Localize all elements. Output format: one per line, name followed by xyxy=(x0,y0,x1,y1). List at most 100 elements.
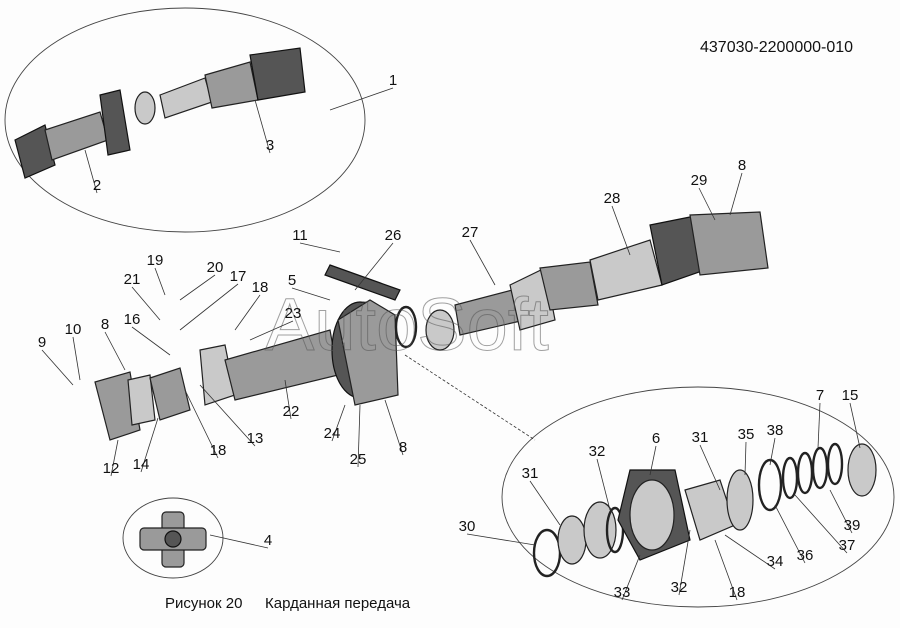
detail-oval-assembly xyxy=(4,7,366,233)
callout-26: 26 xyxy=(385,227,402,244)
watermark: AutoSoft xyxy=(265,283,549,366)
callout-leader xyxy=(131,286,161,321)
callout-leader xyxy=(649,445,657,476)
callout-leader xyxy=(179,283,239,331)
callout-leader xyxy=(354,242,394,291)
callout-25: 25 xyxy=(350,451,367,468)
callout-leader xyxy=(849,402,861,449)
callout-8: 8 xyxy=(738,157,746,174)
callout-leader xyxy=(299,242,341,253)
callout-leader xyxy=(529,480,561,526)
callout-10: 10 xyxy=(65,321,82,338)
callout-leader xyxy=(769,437,776,466)
intermediate-bearing-parts xyxy=(532,442,877,578)
callout-leader xyxy=(179,274,216,301)
callout-16: 16 xyxy=(124,311,141,328)
callout-leader xyxy=(291,287,331,301)
callout-leader xyxy=(329,87,394,111)
callout-leader xyxy=(209,534,269,549)
callout-leader xyxy=(699,444,721,491)
callout-leader xyxy=(249,320,294,341)
callout-leader xyxy=(140,417,159,473)
assembled-driveshaft xyxy=(14,47,306,179)
callout-8: 8 xyxy=(101,316,109,333)
callout-2: 2 xyxy=(93,177,101,194)
figure-title: Карданная передача xyxy=(265,595,411,612)
callout-15: 15 xyxy=(842,387,859,404)
callout-6: 6 xyxy=(652,430,660,447)
callout-4: 4 xyxy=(264,532,272,549)
drawing-number: 437030-2200000-010 xyxy=(700,39,853,56)
callout-21: 21 xyxy=(124,271,141,288)
callout-leader xyxy=(110,439,119,477)
callout-leader xyxy=(794,494,848,554)
callout-leader xyxy=(774,504,806,564)
callout-18: 18 xyxy=(729,584,746,601)
callout-leader xyxy=(284,379,292,420)
callout-leader xyxy=(104,331,126,371)
callout-leader xyxy=(131,326,171,356)
callout-32: 32 xyxy=(671,579,688,596)
callout-28: 28 xyxy=(604,190,621,207)
detail-oval-bearing xyxy=(501,386,895,608)
callout-5: 5 xyxy=(288,272,296,289)
callout-33: 33 xyxy=(614,584,631,601)
callout-18: 18 xyxy=(252,279,269,296)
callout-leader xyxy=(384,399,404,456)
callout-leader xyxy=(829,489,853,534)
callout-leader xyxy=(724,534,776,570)
callout-leader xyxy=(234,294,261,331)
callout-32: 32 xyxy=(589,443,606,460)
callout-leader xyxy=(72,336,81,381)
callout-8: 8 xyxy=(399,439,407,456)
callout-leader xyxy=(154,267,166,296)
callout-leader xyxy=(714,539,738,601)
callout-23: 23 xyxy=(285,305,302,322)
callout-30: 30 xyxy=(459,518,476,535)
callout-leader xyxy=(199,384,256,447)
callout-31: 31 xyxy=(692,429,709,446)
callout-leader xyxy=(469,239,496,286)
callout-leader xyxy=(184,389,219,459)
universal-joint-cross xyxy=(139,511,207,568)
callout-3: 3 xyxy=(266,137,274,154)
callout-13: 13 xyxy=(247,430,264,447)
callout-leader xyxy=(698,187,716,221)
callout-27: 27 xyxy=(462,224,479,241)
callout-leader xyxy=(331,404,346,442)
callout-38: 38 xyxy=(767,422,784,439)
callout-leader xyxy=(41,349,74,386)
callout-29: 29 xyxy=(691,172,708,189)
callout-18: 18 xyxy=(210,442,227,459)
callout-37: 37 xyxy=(839,537,856,554)
callout-leader xyxy=(744,441,747,476)
figure-number: Рисунок 20 xyxy=(165,595,242,612)
callout-36: 36 xyxy=(797,547,814,564)
callout-7: 7 xyxy=(816,387,824,404)
callout-39: 39 xyxy=(844,517,861,534)
callout-leader xyxy=(466,533,536,546)
callout-35: 35 xyxy=(738,426,755,443)
callout-leader xyxy=(817,402,821,449)
callout-leader xyxy=(84,149,98,194)
callout-14: 14 xyxy=(133,456,150,473)
callout-leader xyxy=(621,554,641,601)
callout-leader xyxy=(729,172,743,216)
callout-34: 34 xyxy=(767,553,784,570)
rear-driveshaft xyxy=(454,211,769,336)
callout-11: 11 xyxy=(292,227,308,244)
callout-12: 12 xyxy=(103,460,120,477)
detail-leader xyxy=(404,354,536,441)
callout-9: 9 xyxy=(38,334,46,351)
callout-31: 31 xyxy=(522,465,539,482)
callout-leader xyxy=(678,529,691,596)
callout-leader xyxy=(611,205,631,256)
callout-20: 20 xyxy=(207,259,224,276)
callout-leader xyxy=(254,99,271,154)
callout-leader xyxy=(357,404,361,468)
callout-leader xyxy=(596,458,611,511)
callout-24: 24 xyxy=(324,425,341,442)
callout-22: 22 xyxy=(283,403,300,420)
